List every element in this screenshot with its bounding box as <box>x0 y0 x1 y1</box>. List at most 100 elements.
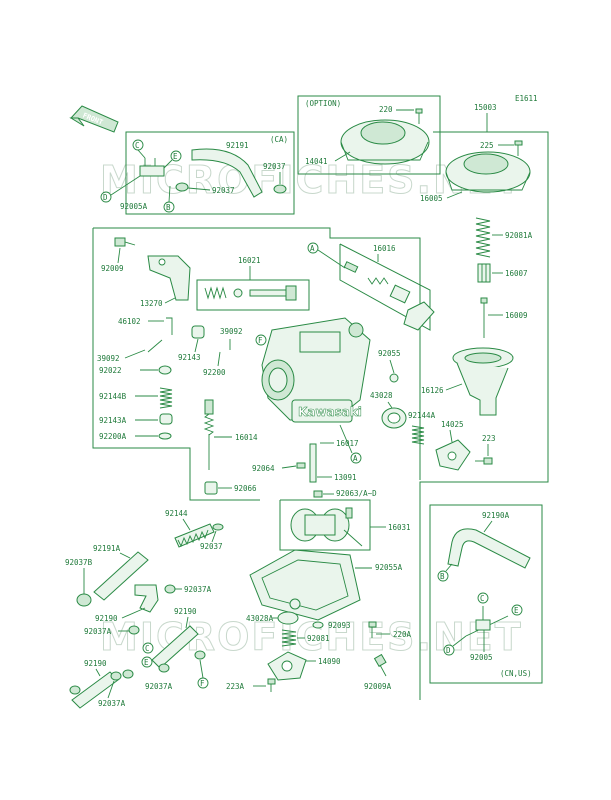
label-223: 223 <box>482 434 496 443</box>
front-arrow-icon: FRONT <box>69 105 119 133</box>
label-92081: 92081 <box>307 634 330 643</box>
label-13091: 13091 <box>334 473 357 482</box>
label-92143: 92143 <box>178 353 201 362</box>
screw-92009a-icon <box>373 653 387 677</box>
washer-92200a-icon <box>158 432 172 440</box>
label-92144: 92144 <box>165 509 188 518</box>
callout-d-ca: D <box>103 193 108 202</box>
label-92037b: 92037B <box>65 558 93 567</box>
cnus-note: (CN,US) <box>500 669 532 678</box>
starter-plunger-icon <box>317 249 435 331</box>
label-14041: 14041 <box>305 157 328 166</box>
float-16031-icon <box>290 507 363 547</box>
screw-220-icon <box>415 108 423 124</box>
label-92191a: 92191A <box>93 544 121 553</box>
callout-c-ca: C <box>135 141 140 150</box>
hose-92191a-icon <box>93 551 149 601</box>
reference-code: E1611 <box>515 94 538 103</box>
label-16031: 16031 <box>388 523 411 532</box>
retainer-16007-icon <box>477 263 491 283</box>
label-43028: 43028 <box>370 391 393 400</box>
label-92055a: 92055A <box>375 563 403 572</box>
ca-valve-icon <box>139 158 165 177</box>
label-43028a: 43028A <box>246 614 274 623</box>
label-92144a: 92144A <box>408 411 436 420</box>
clip-92037-icon <box>175 182 287 194</box>
label-13270: 13270 <box>140 299 163 308</box>
label-92037a-3: 92037A <box>145 682 173 691</box>
label-16016: 16016 <box>373 244 396 253</box>
callout-d-cnus: D <box>446 646 451 655</box>
callout-f-lower: F <box>200 679 205 688</box>
oring-43028-icon <box>381 407 407 429</box>
top-cover-icon <box>445 151 531 193</box>
label-223a: 223A <box>226 682 245 691</box>
needle-16014-icon <box>203 399 215 470</box>
oring-92093-icon <box>312 621 324 629</box>
label-92037a-2: 92037A <box>84 627 112 636</box>
label-39092-b: 39092 <box>97 354 120 363</box>
hose-92191-icon <box>191 148 263 198</box>
label-92143a: 92143A <box>99 416 127 425</box>
cnus-frame <box>429 504 543 684</box>
label-16007: 16007 <box>505 269 528 278</box>
hose-92190-icon <box>151 625 199 669</box>
label-16005: 16005 <box>420 194 443 203</box>
spring-92081-icon <box>281 629 297 647</box>
spring-92144b-icon <box>159 387 173 409</box>
label-92200: 92200 <box>203 368 226 377</box>
main-frame-top <box>93 227 421 480</box>
clip-92037a-icon <box>164 584 176 594</box>
vacuum-piston-16126-icon <box>452 347 514 416</box>
label-16009: 16009 <box>505 311 528 320</box>
hose-92190a-lower-icon <box>134 584 159 613</box>
label-92022: 92022 <box>99 366 122 375</box>
label-220a: 220A <box>393 630 412 639</box>
ca-note: (CA) <box>270 135 288 144</box>
box-16021 <box>196 279 310 311</box>
label-92037a-1: 92037A <box>184 585 212 594</box>
jet-92022-icon <box>158 365 172 375</box>
cover-14025-icon <box>435 439 471 471</box>
label-16017: 16017 <box>336 439 359 448</box>
jet-13091-icon <box>309 443 317 483</box>
main-frame-left <box>92 228 260 501</box>
label-92190-2: 92190 <box>174 607 197 616</box>
option-note: (OPTION) <box>305 99 341 108</box>
spring-92144-icon <box>174 523 215 548</box>
callout-b-ca: B <box>166 203 171 212</box>
right-frame <box>419 131 549 700</box>
callout-e-ca: E <box>173 152 178 161</box>
pin-46102-icon <box>166 317 173 335</box>
spring-92144a-icon <box>411 425 425 445</box>
bracket-13270-icon <box>147 255 191 301</box>
callout-c-lower: C <box>145 644 150 653</box>
cap-92066-icon <box>204 481 218 495</box>
label-92081a: 92081A <box>505 231 533 240</box>
label-92093: 92093 <box>328 621 351 630</box>
screw-223-icon <box>475 457 493 465</box>
label-16021: 16021 <box>238 256 261 265</box>
label-92009a: 92009A <box>364 682 392 691</box>
callout-e-cnus: E <box>514 606 519 615</box>
clip-92037a-4-icon <box>69 669 134 695</box>
label-92037: 92037 <box>200 542 223 551</box>
brand-watermark: Kawasaki <box>298 405 362 419</box>
clip-92037a-3-icon <box>158 650 206 673</box>
diaphragm-14090-icon <box>267 651 307 681</box>
label-92063: 92063/A~D <box>336 489 377 498</box>
label-16014: 16014 <box>235 433 258 442</box>
callout-e-lower: E <box>144 658 149 667</box>
clip-92037-icon <box>212 523 224 531</box>
label-92190-3: 92190 <box>84 659 107 668</box>
box-16031 <box>279 499 371 551</box>
label-92200a: 92200A <box>99 432 127 441</box>
label-92064: 92064 <box>252 464 275 473</box>
spring-92081a-icon <box>475 217 491 258</box>
front-label: FRONT <box>81 111 104 126</box>
screw-220a-icon <box>368 621 377 638</box>
label-39092-a: 39092 <box>220 327 243 336</box>
clip-92037a-2-icon <box>128 625 140 635</box>
box-16016 <box>339 243 431 331</box>
